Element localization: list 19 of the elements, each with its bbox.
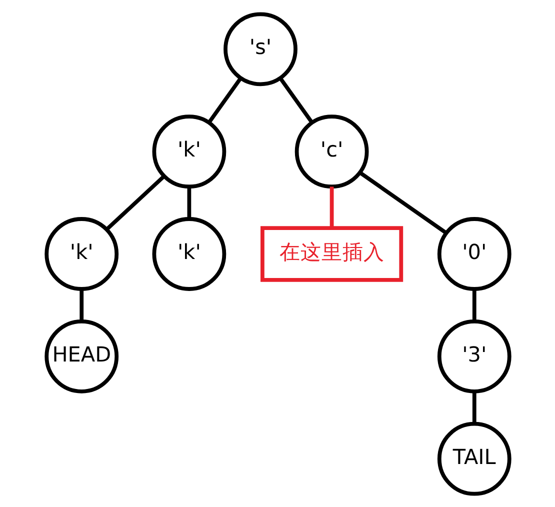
node-circle: 's'	[223, 12, 297, 86]
connector	[206, 76, 242, 124]
node-circle: HEAD	[44, 318, 118, 393]
connector	[105, 174, 165, 230]
connector	[358, 170, 447, 234]
connector	[472, 288, 476, 321]
node-circle: 'c'	[294, 114, 368, 188]
node-circle: '0'	[436, 216, 511, 290]
connector	[329, 186, 334, 227]
node-box: 在这里插入	[260, 226, 403, 282]
node-circle: 'k'	[152, 216, 226, 290]
node-circle: TAIL	[436, 421, 511, 496]
connector	[278, 76, 314, 124]
node-circle: '3'	[436, 318, 511, 393]
connector	[186, 186, 191, 218]
node-circle: 'k'	[44, 216, 118, 290]
node-circle: 'k'	[152, 114, 226, 188]
connector	[472, 391, 476, 424]
connector	[79, 288, 84, 321]
